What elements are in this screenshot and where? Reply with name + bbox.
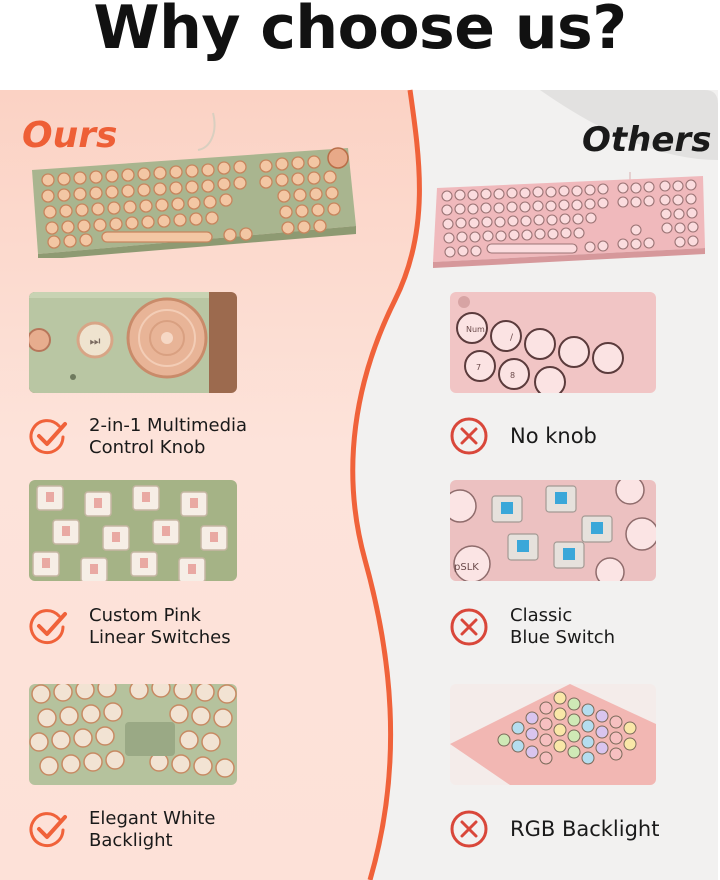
svg-text:7: 7 bbox=[476, 363, 481, 372]
pink-switches-photo bbox=[29, 480, 237, 581]
ours-feature-2: Custom Pink Linear Switches bbox=[27, 605, 231, 649]
ours-feature-3: Elegant White Backlight bbox=[27, 808, 215, 852]
blue-switches-photo: pSLK bbox=[450, 480, 656, 581]
ours-label: Ours bbox=[22, 115, 118, 156]
feature-label: RGB Backlight bbox=[510, 817, 660, 841]
cross-icon bbox=[450, 810, 488, 848]
cross-icon bbox=[450, 417, 488, 455]
feature-label: Elegant White Backlight bbox=[89, 808, 216, 851]
white-backlight-photo bbox=[29, 684, 237, 785]
page-title: Why choose us? bbox=[93, 0, 627, 63]
ours-feature-1: 2-in-1 Multimedia Control Knob bbox=[27, 415, 247, 459]
svg-text:/: / bbox=[510, 333, 514, 343]
others-keyboard-image bbox=[433, 172, 705, 268]
divider-curve bbox=[350, 89, 422, 880]
feature-label: Custom Pink Linear Switches bbox=[89, 605, 231, 648]
feature-label: No knob bbox=[510, 424, 597, 448]
check-icon bbox=[29, 812, 67, 848]
feature-label: Classic Blue Switch bbox=[510, 605, 616, 648]
others-feature-3: RGB Backlight bbox=[448, 808, 659, 850]
others-feature-1: No knob bbox=[448, 415, 597, 457]
others-feature-2: Classic Blue Switch bbox=[448, 605, 615, 649]
svg-text:pSLK: pSLK bbox=[454, 562, 479, 573]
feature-label: 2-in-1 Multimedia Control Knob bbox=[89, 415, 248, 458]
others-panel-top bbox=[540, 90, 718, 160]
cross-icon bbox=[450, 608, 488, 646]
svg-text:Num: Num bbox=[466, 325, 485, 334]
rgb-backlight-photo bbox=[450, 684, 656, 785]
check-icon bbox=[29, 419, 67, 455]
svg-text:⏭: ⏭ bbox=[90, 334, 101, 348]
svg-text:8: 8 bbox=[510, 371, 515, 380]
ours-keyboard-image bbox=[32, 112, 356, 258]
knob-photo: ⏭ bbox=[29, 292, 237, 393]
check-icon bbox=[29, 609, 67, 645]
others-label: Others bbox=[582, 120, 712, 160]
pink-keys-photo: Num / 7 8 bbox=[450, 292, 656, 393]
